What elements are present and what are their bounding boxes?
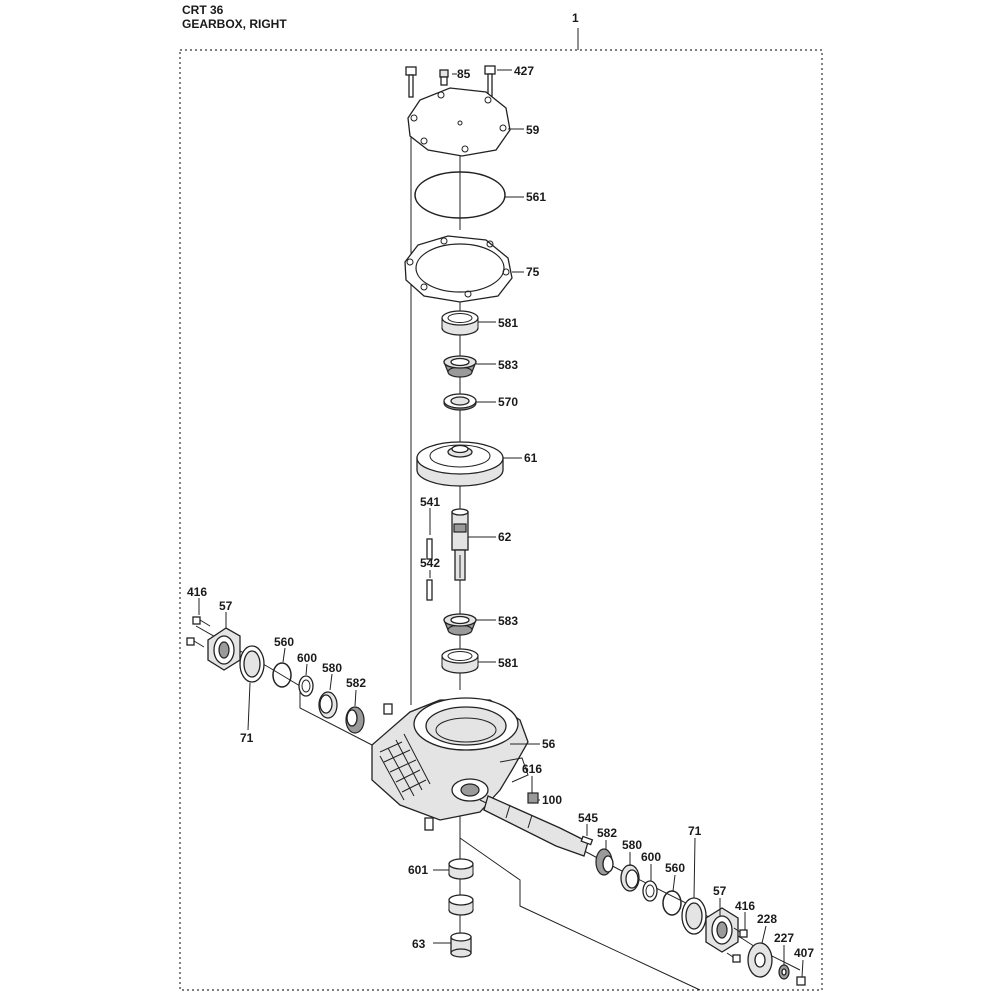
taper-bearing-582-right xyxy=(595,848,614,876)
callout-227: 227 xyxy=(774,931,794,945)
washer-600-right xyxy=(642,880,658,902)
bearing-housing-57-right xyxy=(705,907,739,953)
flange-228 xyxy=(747,942,773,978)
taper-bearing-582-left xyxy=(345,706,365,734)
callout-616: 616 xyxy=(522,762,542,776)
callout-582-left: 582 xyxy=(346,676,366,690)
callout-560-left: 560 xyxy=(274,635,294,649)
key-541 xyxy=(426,538,433,560)
housing-plug-top xyxy=(383,703,393,715)
washer-600-left xyxy=(298,675,314,697)
callout-581-upper: 581 xyxy=(498,316,518,330)
bolt-407 xyxy=(796,976,806,986)
o-ring-560-left xyxy=(272,662,292,688)
bearing-cup-581-lower xyxy=(441,648,479,674)
bearing-cup-580-left xyxy=(318,691,338,719)
callout-541: 541 xyxy=(420,495,440,509)
assembly-number: 1 xyxy=(572,11,579,25)
washer-570 xyxy=(443,393,477,411)
gearbox-housing-56 xyxy=(371,697,529,821)
key-545 xyxy=(580,835,594,846)
bolt-416-left-upper xyxy=(192,616,211,627)
cover-bolt-427 xyxy=(484,65,496,97)
output-shaft-100 xyxy=(483,795,589,857)
callout-545: 545 xyxy=(578,811,598,825)
callout-100: 100 xyxy=(542,793,562,807)
callout-583-lower: 583 xyxy=(498,614,518,628)
bolt-416-left-lower xyxy=(186,637,205,648)
callout-601: 601 xyxy=(408,863,428,877)
key-542 xyxy=(426,579,433,601)
worm-gear-61 xyxy=(416,441,504,487)
callout-600-right: 600 xyxy=(641,850,661,864)
callout-71-left: 71 xyxy=(240,731,254,745)
bolt-416-right-upper xyxy=(733,927,748,938)
callout-600-left: 600 xyxy=(297,651,317,665)
callout-561: 561 xyxy=(526,190,546,204)
callout-416-right: 416 xyxy=(735,899,755,913)
bearing-cup-580-right xyxy=(620,864,640,892)
cap-63 xyxy=(450,932,472,958)
o-ring-561 xyxy=(414,171,506,219)
callout-583-upper: 583 xyxy=(498,358,518,372)
assembly-title: GEARBOX, RIGHT xyxy=(182,17,287,31)
callout-59: 59 xyxy=(526,123,540,137)
gasket-75 xyxy=(404,235,513,303)
bolt-416-right-lower xyxy=(726,952,741,963)
taper-bearing-583-upper xyxy=(443,355,477,378)
callout-75: 75 xyxy=(526,265,540,279)
bearing-housing-57-left xyxy=(207,627,241,671)
shim-71-left xyxy=(239,645,265,683)
bearing-cup-581-upper xyxy=(441,310,479,336)
bushing-lower xyxy=(448,894,474,916)
plug-616 xyxy=(527,792,539,804)
washer-227 xyxy=(778,964,790,980)
callout-56: 56 xyxy=(542,737,556,751)
o-ring-560-right xyxy=(662,890,682,916)
callout-581-lower: 581 xyxy=(498,656,518,670)
callout-580-left: 580 xyxy=(322,661,342,675)
cover-bolt-left xyxy=(405,66,417,98)
right-lower-axis-line xyxy=(459,837,701,991)
shim-71-right xyxy=(681,897,707,935)
callout-63: 63 xyxy=(412,937,426,951)
callout-85: 85 xyxy=(457,67,471,81)
taper-bearing-583-lower xyxy=(443,613,477,636)
callout-62: 62 xyxy=(498,530,512,544)
callout-57-left: 57 xyxy=(219,599,233,613)
callout-580-right: 580 xyxy=(622,838,642,852)
vent-plug-85 xyxy=(439,69,449,86)
callout-542: 542 xyxy=(420,556,440,570)
bushing-601 xyxy=(448,858,474,880)
callout-427: 427 xyxy=(514,64,534,78)
callout-416-left: 416 xyxy=(187,585,207,599)
housing-plug-bottom xyxy=(424,817,434,831)
gear-shaft-62 xyxy=(451,508,469,581)
callout-570: 570 xyxy=(498,395,518,409)
callout-407: 407 xyxy=(794,946,814,960)
gear-cover-59 xyxy=(407,87,511,157)
callout-228: 228 xyxy=(757,912,777,926)
callout-leaders xyxy=(198,69,804,978)
callout-560-right: 560 xyxy=(665,861,685,875)
assembly-boundary xyxy=(179,49,823,991)
callout-57-right: 57 xyxy=(713,884,727,898)
model-title: CRT 36 xyxy=(182,3,224,17)
callout-582-right: 582 xyxy=(597,826,617,840)
callout-61: 61 xyxy=(524,451,538,465)
callout-71-right: 71 xyxy=(688,824,702,838)
